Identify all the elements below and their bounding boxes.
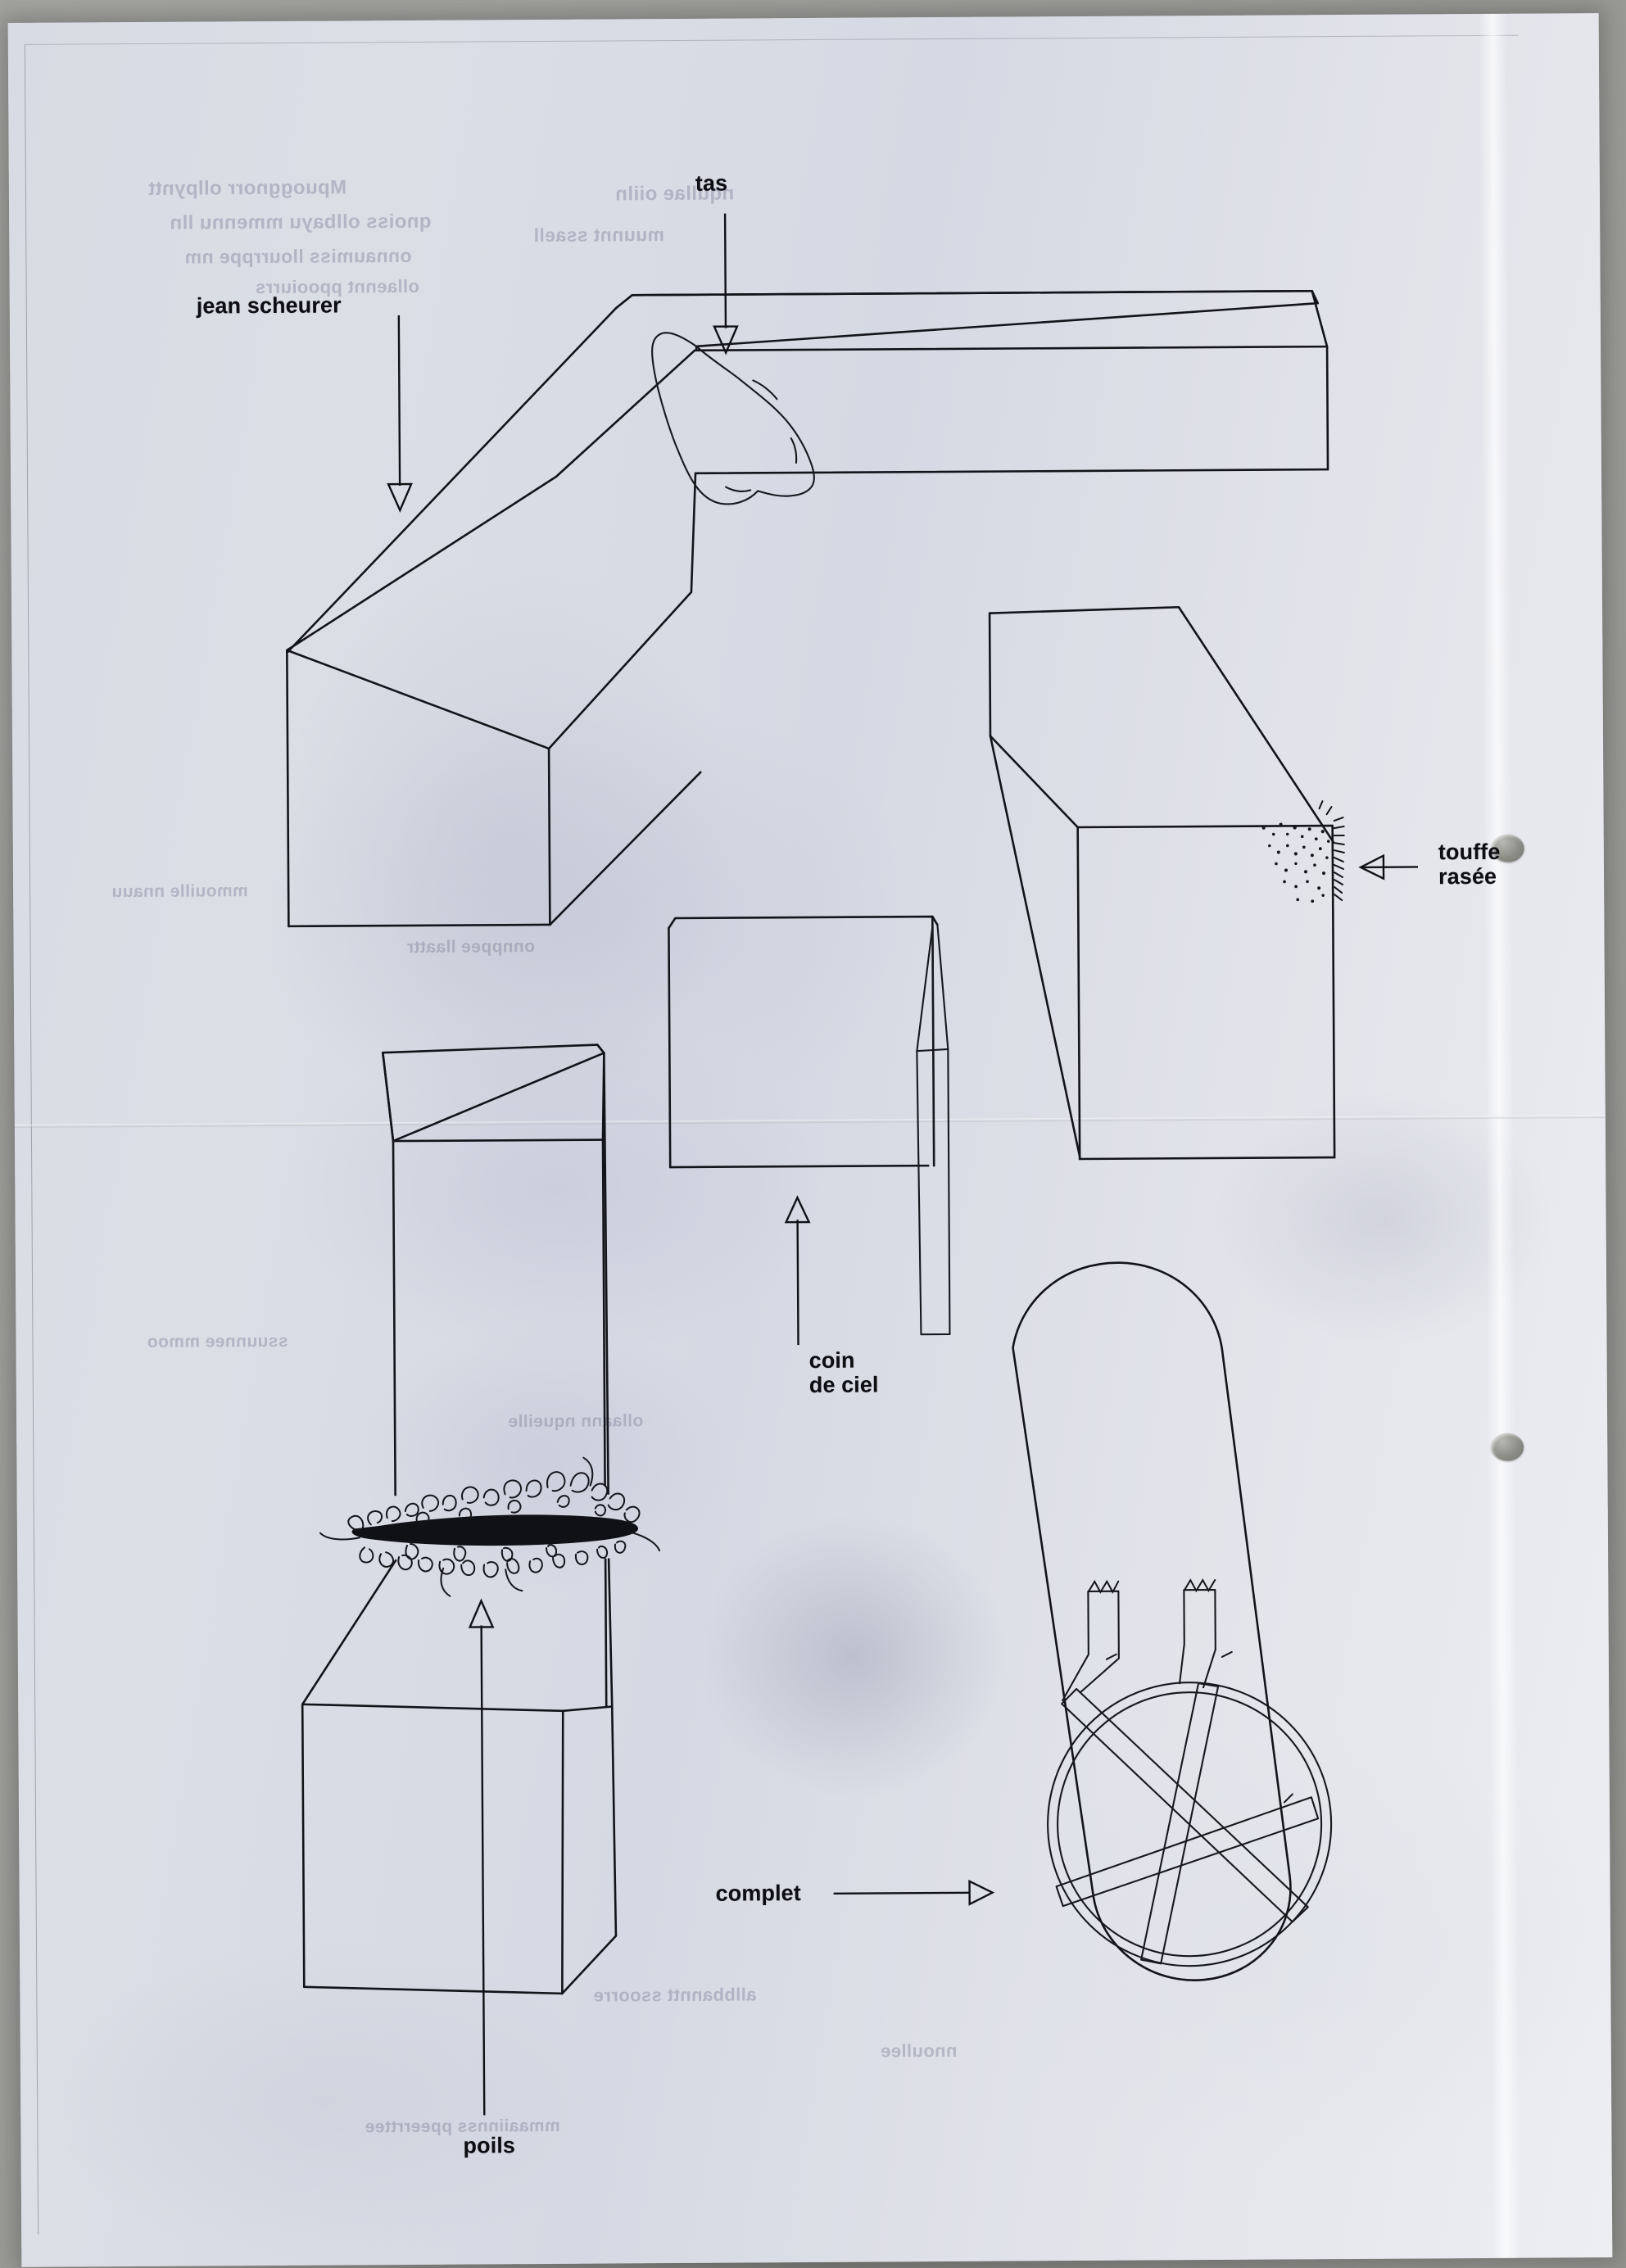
- leader-jean-scheurer: [387, 315, 411, 510]
- stubble-patch: [1261, 801, 1344, 903]
- figure-capsule-wheel: [830, 1261, 1332, 1982]
- paper-sheet: Mpuoggnorr ollpyntt qnoiss ollbayu mmenn…: [7, 13, 1613, 2267]
- leader-touffe-rasee: [1361, 855, 1418, 878]
- figure-l-shaped-beam: [285, 291, 1331, 926]
- label-coin-de-ciel: coin de ciel: [808, 1347, 879, 1398]
- label-complet: complet: [715, 1881, 801, 1906]
- leader-tas: [713, 214, 737, 353]
- label-author: jean scheurer: [196, 292, 342, 319]
- wheel-bands: [1054, 1579, 1319, 1964]
- label-poils: poils: [463, 2133, 516, 2158]
- figure-blob-tas: [652, 332, 814, 505]
- label-touffe-rasee: touffe rasée: [1438, 839, 1501, 890]
- label-tas: tas: [695, 170, 728, 196]
- figure-right-block: [990, 605, 1420, 1159]
- technical-drawing: [8, 13, 1613, 2267]
- leader-complet: [834, 1881, 993, 1905]
- leader-coin-de-ciel: [786, 1197, 809, 1345]
- leader-poils: [469, 1600, 496, 2115]
- figure-flat-panel: [668, 917, 949, 1346]
- figure-tall-block: [298, 1044, 663, 2116]
- hair-band-poils: [319, 1457, 659, 1597]
